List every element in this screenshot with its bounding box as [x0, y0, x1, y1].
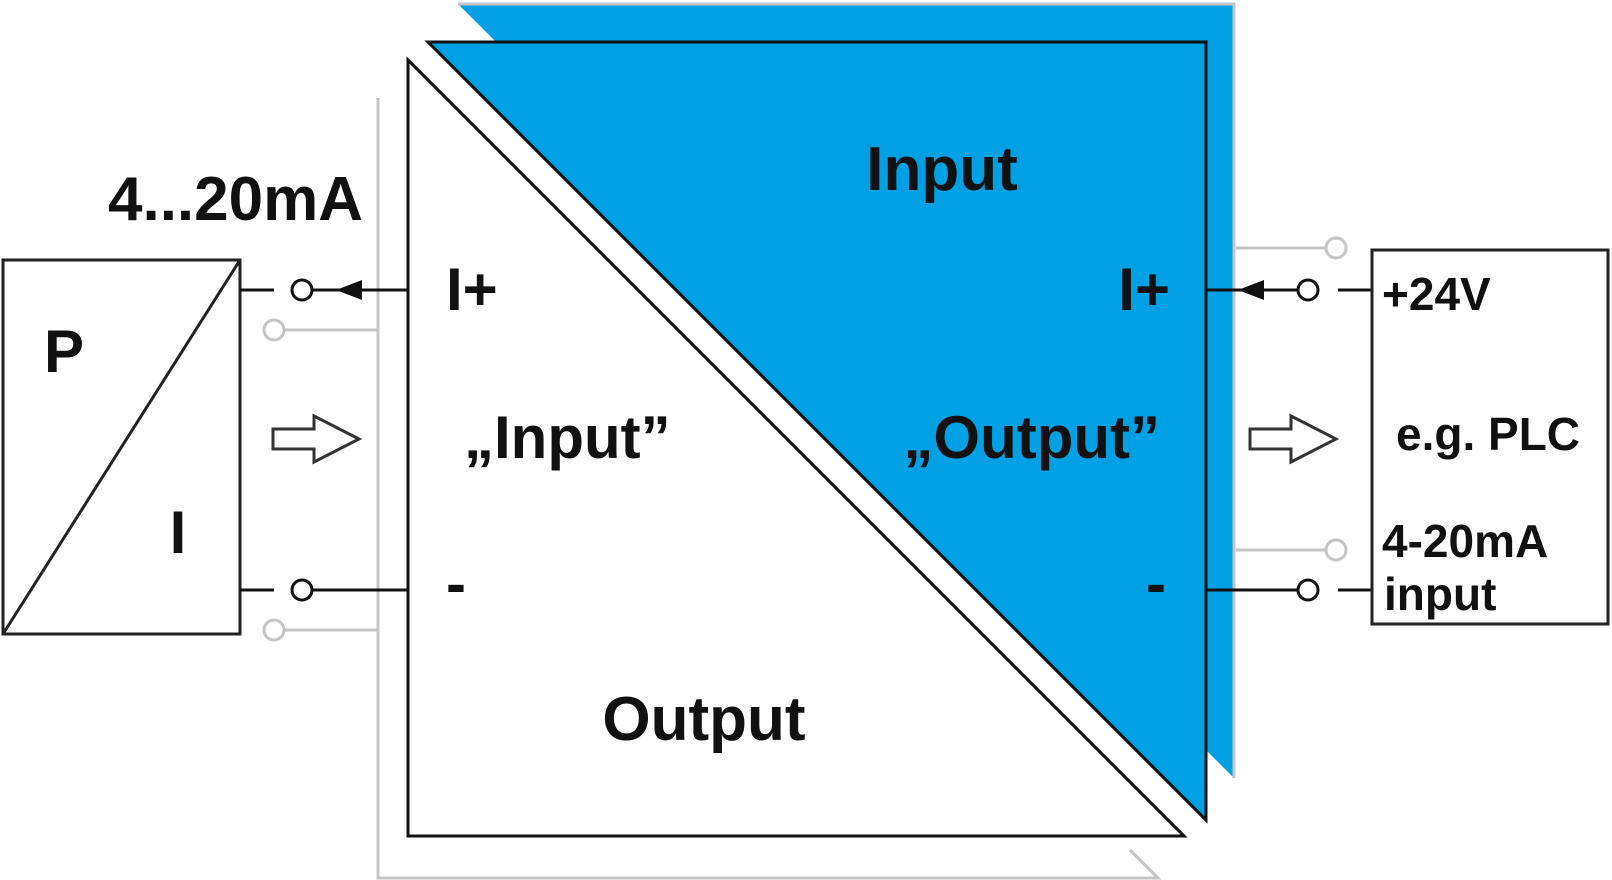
left-plus-terminal-label: I+	[446, 256, 498, 323]
ghost-terminal-upper-right	[1324, 236, 1348, 260]
signal-range-label: 4...20mA	[108, 165, 363, 234]
ghost-terminal-lower-left	[262, 618, 286, 642]
input-section	[424, 40, 1208, 824]
ghost-terminal-upper-left	[262, 318, 286, 342]
front-module	[406, 40, 1208, 838]
plc-input-label-line1: 4-20mA	[1382, 515, 1548, 567]
plc-box	[1370, 248, 1610, 626]
left-minus-terminal	[290, 578, 314, 602]
plc-input-label-line2: input	[1384, 568, 1496, 620]
transducer-bottom-label: I	[170, 499, 187, 566]
pressure-transducer: P I	[1, 258, 242, 636]
right-minus-terminal	[1296, 578, 1320, 602]
right-plus-terminal	[1296, 278, 1320, 302]
right-plus-arrowhead	[1238, 280, 1264, 300]
transducer-diagonal	[1, 259, 242, 635]
left-role-label: „Input”	[464, 404, 671, 471]
transducer-top-label: P	[44, 318, 84, 385]
right-role-label: „Output”	[903, 404, 1160, 471]
output-section	[406, 56, 1188, 838]
plc-device: +24V e.g. PLC 4-20mA input	[1370, 248, 1610, 626]
left-minus-terminal-label: -	[446, 550, 466, 617]
plc-supply-label: +24V	[1382, 268, 1491, 320]
left-signal-flow-arrow	[271, 413, 363, 465]
plc-device-label: e.g. PLC	[1396, 408, 1580, 460]
input-section-title: Input	[866, 135, 1018, 204]
left-plus-terminal	[290, 278, 314, 302]
left-plus-arrowhead	[336, 280, 362, 300]
ghost-terminal-lower-right	[1324, 538, 1348, 562]
right-wiring	[1206, 236, 1372, 602]
back-module-outline-left-bottom	[376, 98, 1162, 880]
output-section-title: Output	[602, 685, 805, 754]
right-signal-flow-arrow	[1248, 413, 1340, 465]
right-plus-terminal-label: I+	[1118, 256, 1170, 323]
left-wiring	[240, 278, 408, 642]
back-module-outline-top-right	[458, 2, 1236, 778]
right-minus-terminal-label: -	[1146, 550, 1166, 617]
